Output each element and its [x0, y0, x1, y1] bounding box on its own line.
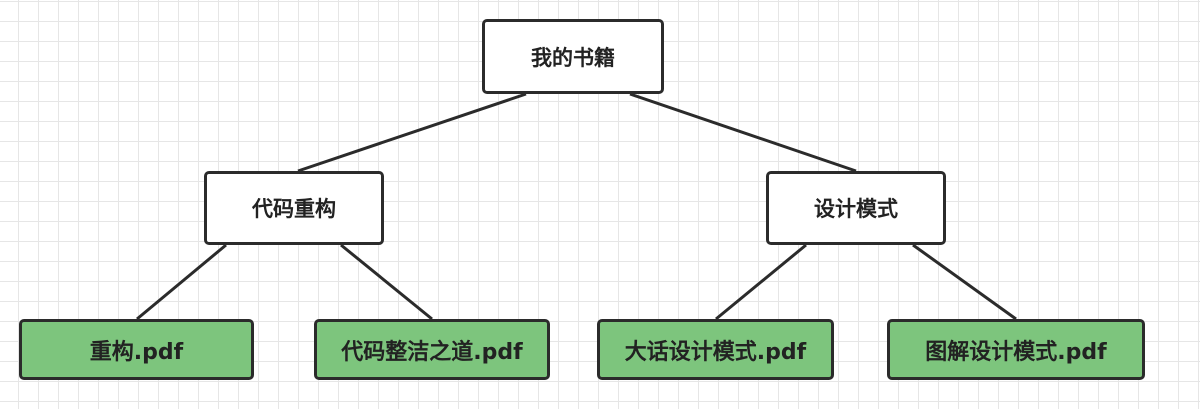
leaf-label: 代码整洁之道.pdf — [341, 339, 523, 365]
leaf-label: 图解设计模式.pdf — [925, 339, 1107, 365]
edge-root-right — [629, 92, 857, 173]
node-refactoring: 代码重构 — [204, 171, 384, 245]
leaf-clean-code-pdf: 代码整洁之道.pdf — [314, 319, 550, 380]
leaf-label: 大话设计模式.pdf — [624, 339, 807, 365]
leaf-illustrated-design-patterns-pdf: 图解设计模式.pdf — [887, 319, 1145, 380]
edge-right-r1 — [715, 243, 807, 321]
leaf-dahua-design-patterns-pdf: 大话设计模式.pdf — [597, 319, 834, 380]
leaf-label: 重构.pdf — [89, 339, 184, 365]
node-design-patterns: 设计模式 — [766, 171, 946, 245]
leaf-refactoring-pdf: 重构.pdf — [19, 319, 254, 380]
node-design-patterns-label: 设计模式 — [814, 197, 898, 221]
edge-left-l1 — [136, 243, 227, 321]
edge-left-l2 — [340, 243, 433, 321]
edge-right-r2 — [912, 243, 1017, 321]
node-root: 我的书籍 — [482, 19, 664, 94]
node-root-label: 我的书籍 — [531, 45, 615, 70]
node-refactoring-label: 代码重构 — [252, 197, 336, 221]
edge-root-left — [297, 92, 527, 173]
